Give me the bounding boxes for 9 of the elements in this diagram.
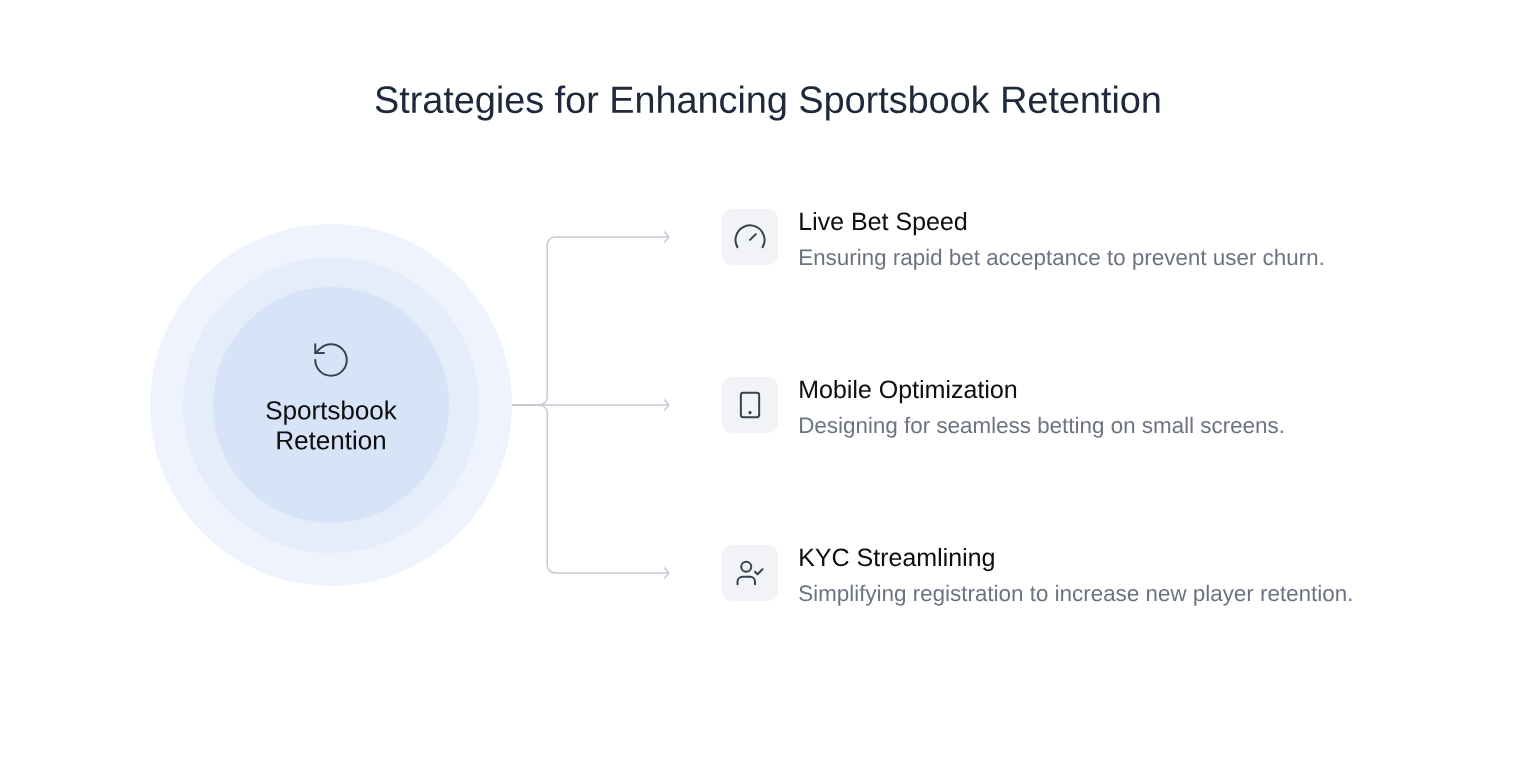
title: Strategies for Enhancing Sportsbook Retention [375,85,1160,121]
item-heading: KYC Streamlining [800,547,994,572]
item-description: Ensuring rapid bet acceptance to prevent user churn. [800,248,1323,270]
item-heading: Live Bet Speed [800,211,967,236]
item-heading: Mobile Optimization [800,379,1017,404]
item-description: Designing for seamless betting on small screens. [800,416,1283,438]
circle-node: Sportsbook Retention [150,224,512,586]
arrow [511,404,670,580]
item-description: Simplifying registration to increase new player retention. [799,584,1352,606]
